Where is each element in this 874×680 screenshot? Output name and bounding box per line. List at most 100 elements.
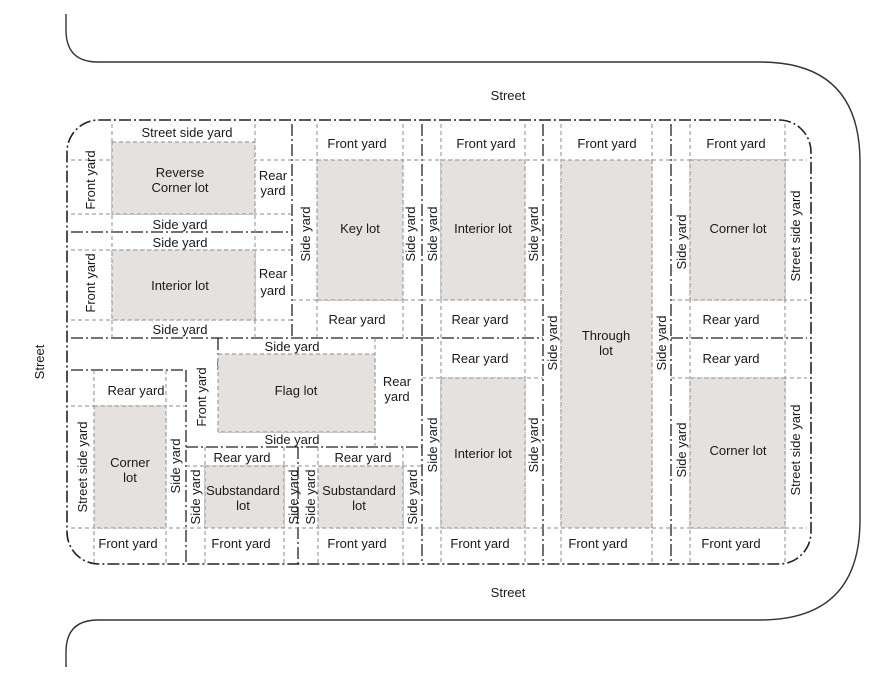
street-side-yard-label: Street side yard xyxy=(141,125,232,140)
side-yard-label: Side yard xyxy=(286,470,301,525)
street-label-bottom: Street xyxy=(491,585,526,600)
lot-corner-bottom-right: Corner lot Rear yard Side yard Street si… xyxy=(674,351,803,551)
front-yard-label: Front yard xyxy=(327,136,386,151)
lot-interior-bottom: Interior lot Rear yard Side yard Side ya… xyxy=(425,351,541,551)
buildable-areas xyxy=(93,141,786,529)
street-side-yard-label: Street side yard xyxy=(788,404,803,495)
side-yard-label: Side yard xyxy=(674,423,689,478)
street-curb-top xyxy=(65,14,861,667)
lot-name: Flag lot xyxy=(275,383,318,398)
lot-reverse-corner: Reverse Corner lot Street side yard Fron… xyxy=(83,125,288,232)
side-yard-label: Side yard xyxy=(153,322,208,337)
front-yard-label: Front yard xyxy=(450,536,509,551)
side-yard-label: Side yard xyxy=(303,470,318,525)
buildable-corner-lot-bottom-right xyxy=(689,377,786,529)
lot-interior-top: Interior lot Front yard Rear yard Side y… xyxy=(425,136,541,327)
front-yard-label: Front yard xyxy=(701,536,760,551)
lot-through: Through lot Front yard Front yard Side y… xyxy=(545,136,669,551)
street-label-top: Street xyxy=(491,88,526,103)
front-yard-label: Front yard xyxy=(706,136,765,151)
lot-name: lot xyxy=(599,343,613,358)
lot-name: Substandard xyxy=(322,483,396,498)
rear-yard-label: yard xyxy=(260,183,285,198)
block-boundary xyxy=(66,119,812,565)
side-yard-label: Side yard xyxy=(425,418,440,473)
lot-substandard-1: Substandard lot Rear yard Side yard Side… xyxy=(188,450,301,551)
buildable-through-lot xyxy=(560,159,653,529)
side-yard-label: Side yard xyxy=(545,316,560,371)
rear-yard-label: Rear yard xyxy=(451,351,508,366)
lot-corner-bottom-left: Corner lot Rear yard Street side yard Si… xyxy=(75,383,183,551)
side-yard-label: Side yard xyxy=(188,470,203,525)
rear-yard-label: yard xyxy=(384,389,409,404)
buildable-interior-lot-left xyxy=(111,249,256,321)
lot-name: Corner lot xyxy=(709,221,766,236)
side-yard-label: Side yard xyxy=(425,207,440,262)
lot-interior-left: Interior lot Side yard Side yard Front y… xyxy=(83,235,288,337)
side-yard-label: Side yard xyxy=(403,207,418,262)
side-yard-label: Side yard xyxy=(674,215,689,270)
lot-name: lot xyxy=(236,498,250,513)
buildable-key-lot xyxy=(316,159,404,301)
street-label-left: Street xyxy=(32,344,47,379)
rear-yard-label: Rear xyxy=(383,374,412,389)
lot-name: Corner xyxy=(110,455,150,470)
lot-name: Corner lot xyxy=(709,443,766,458)
lot-name: Key lot xyxy=(340,221,380,236)
rear-yard-label: Rear xyxy=(259,168,288,183)
side-yard-label: Side yard xyxy=(265,339,320,354)
lot-name: Through xyxy=(582,328,630,343)
rear-yard-label: Rear xyxy=(259,266,288,281)
buildable-flag-lot xyxy=(217,353,376,433)
buildable-substandard-lot-2 xyxy=(317,465,404,529)
buildable-substandard-lot-1 xyxy=(204,465,285,529)
lot-name: Interior lot xyxy=(151,278,209,293)
side-yard-label: Side yard xyxy=(526,418,541,473)
side-yard-label: Side yard xyxy=(298,207,313,262)
lot-name: Interior lot xyxy=(454,446,512,461)
front-yard-label: Front yard xyxy=(327,536,386,551)
lot-corner-top-right: Corner lot Front yard Rear yard Side yar… xyxy=(674,136,803,327)
lot-name: Interior lot xyxy=(454,221,512,236)
side-yard-label: Side yard xyxy=(265,432,320,447)
rear-yard-label: Rear yard xyxy=(451,312,508,327)
side-yard-label: Side yard xyxy=(153,217,208,232)
side-yard-label: Side yard xyxy=(153,235,208,250)
front-yard-label: Front yard xyxy=(568,536,627,551)
lot-name: Corner lot xyxy=(151,180,208,195)
lot-substandard-2: Substandard lot Rear yard Side yard Side… xyxy=(303,450,420,551)
buildable-interior-lot-top xyxy=(440,159,526,301)
lot-name: Reverse xyxy=(156,165,204,180)
buildable-reverse-corner-lot xyxy=(111,141,256,215)
buildable-corner-lot-top xyxy=(689,159,786,301)
front-yard-label: Front yard xyxy=(577,136,636,151)
rear-yard-label: Rear yard xyxy=(334,450,391,465)
rear-yard-label: Rear yard xyxy=(702,312,759,327)
side-yard-label: Side yard xyxy=(526,207,541,262)
lot-flag: Flag lot Side yard Side yard Front yard … xyxy=(194,339,412,447)
front-yard-label: Front yard xyxy=(98,536,157,551)
lot-name: lot xyxy=(123,470,137,485)
front-yard-label: Front yard xyxy=(83,150,98,209)
rear-yard-label: Rear yard xyxy=(107,383,164,398)
lot-key: Key lot Front yard Rear yard Side yard S… xyxy=(298,136,418,327)
side-yard-label: Side yard xyxy=(405,470,420,525)
buildable-interior-lot-bottom xyxy=(440,377,526,529)
buildable-corner-lot-bottom-left xyxy=(93,405,167,529)
side-yard-label: Side yard xyxy=(168,439,183,494)
street-side-yard-label: Street side yard xyxy=(75,421,90,512)
front-yard-label: Front yard xyxy=(83,253,98,312)
rear-yard-label: Rear yard xyxy=(702,351,759,366)
rear-yard-label: yard xyxy=(260,283,285,298)
side-yard-label: Side yard xyxy=(654,316,669,371)
front-yard-label: Front yard xyxy=(456,136,515,151)
front-yard-label: Front yard xyxy=(194,367,209,426)
rear-yard-label: Rear yard xyxy=(213,450,270,465)
lot-name: Substandard xyxy=(206,483,280,498)
street-side-yard-label: Street side yard xyxy=(788,190,803,281)
rear-yard-label: Rear yard xyxy=(328,312,385,327)
front-yard-label: Front yard xyxy=(211,536,270,551)
lot-name: lot xyxy=(352,498,366,513)
